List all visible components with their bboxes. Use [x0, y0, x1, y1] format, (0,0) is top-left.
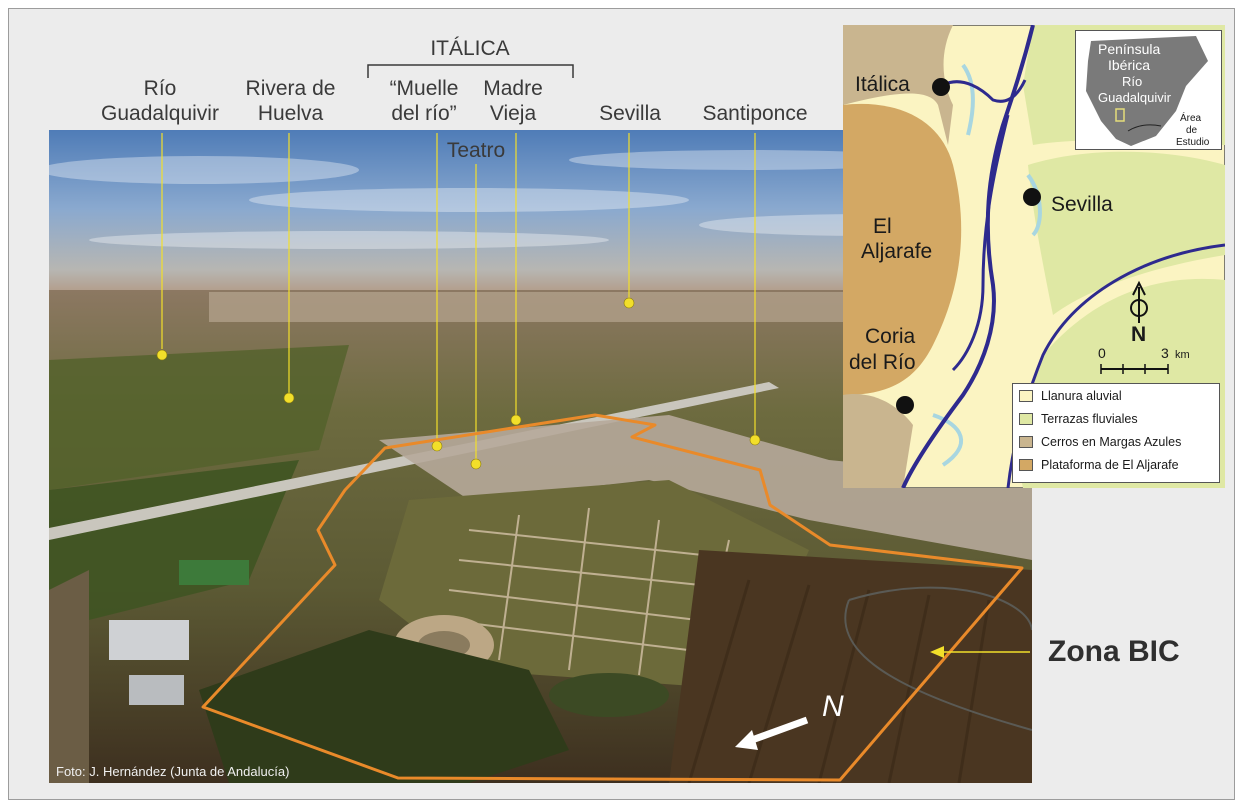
map-label-aljarafe-2: Aljarafe: [861, 240, 933, 263]
label-muelle-del-rio: “Muelle del río”: [374, 76, 474, 126]
label-rivera-de-huelva: Rivera de Huelva: [228, 76, 353, 126]
terraza-e: [1028, 151, 1225, 315]
photo-credit: Foto: J. Hernández (Junta de Andalucía): [56, 764, 290, 779]
label-madre-vieja: Madre Vieja: [468, 76, 558, 126]
inset-label-3: Río: [1122, 74, 1143, 89]
inset-area-1: Área: [1180, 113, 1202, 124]
marker-sevilla: [623, 297, 635, 309]
location-markers: [156, 297, 761, 470]
inset-area-3: Estudio: [1176, 137, 1210, 148]
marker-madre-vieja: [510, 414, 522, 426]
label-rio-guadalquivir: Río Guadalquivir: [85, 76, 235, 126]
scale-label-zero: 0: [1098, 345, 1106, 361]
label-madre-line1: Madre: [483, 77, 543, 100]
dot-coria: [896, 396, 914, 414]
legend-label: Cerros en Margas Azules: [1041, 435, 1182, 449]
italica-bracket: [367, 64, 574, 78]
map-north-label: N: [1131, 323, 1147, 346]
legend-swatch: [1019, 459, 1033, 471]
label-santiponce: Santiponce: [685, 76, 825, 126]
marker-santiponce: [749, 434, 761, 446]
label-sevilla: Sevilla: [580, 76, 680, 126]
cerros-bottom: [843, 394, 913, 488]
marker-muelle-del-rio: [431, 440, 443, 452]
label-muelle-line1: “Muelle: [389, 77, 459, 100]
map-legend: Llanura aluvial Terrazas fluviales Cerro…: [1012, 383, 1220, 483]
label-madre-line2: Vieja: [489, 102, 537, 125]
label-rio-line1: Río: [143, 77, 177, 100]
aerial-photo: [49, 130, 1032, 783]
inset-label-2: Ibérica: [1108, 57, 1151, 73]
iberia-inset: Península Ibérica Río Guadalquivir Área …: [1075, 30, 1222, 150]
north-arrow-shaft: [750, 716, 809, 744]
guadalquivir-river: [901, 24, 1035, 489]
dot-italica: [932, 78, 950, 96]
marker-teatro: [470, 458, 482, 470]
label-muelle-line2: del río”: [391, 102, 457, 125]
guide-lines: [161, 133, 756, 459]
legend-label: Llanura aluvial: [1041, 389, 1122, 403]
label-sevilla-line2: Sevilla: [599, 102, 661, 125]
map-label-aljarafe-1: El: [873, 215, 892, 238]
label-rivera-line1: Rivera de: [245, 77, 336, 100]
inset-label-1: Península: [1098, 41, 1161, 57]
aerial-photo-art: [49, 130, 1032, 783]
aljarafe-platform: [843, 103, 962, 395]
inset-label-4: Guadalquivir: [1098, 90, 1171, 105]
scale-label-three: 3: [1161, 345, 1169, 361]
legend-label: Plataforma de El Aljarafe: [1041, 458, 1179, 472]
map-label-coria-1: Coria: [865, 325, 916, 348]
zona-bic-boundary: [201, 413, 1024, 782]
map-label-coria-2: del Río: [849, 351, 916, 374]
zona-bic-label: Zona BIC: [1048, 635, 1180, 668]
label-santiponce-line2: Santiponce: [702, 102, 808, 125]
label-teatro: Teatro: [446, 139, 506, 162]
marker-rivera-de-huelva: [283, 392, 295, 404]
legend-swatch: [1019, 413, 1033, 425]
label-italica: ITÁLICA: [430, 37, 510, 60]
photo-north-label: N: [822, 690, 844, 723]
dot-sevilla: [1023, 188, 1041, 206]
legend-swatch: [1019, 436, 1033, 448]
map-label-sevilla: Sevilla: [1051, 193, 1113, 216]
legend-label: Terrazas fluviales: [1041, 412, 1138, 426]
iberia-inset-art: [1086, 36, 1208, 146]
inset-area-2: de: [1186, 125, 1198, 136]
label-rivera-line2: Huelva: [257, 102, 324, 125]
legend-swatch: [1019, 390, 1033, 402]
cerros-top: [843, 25, 953, 145]
map-label-italica: Itálica: [855, 73, 910, 96]
north-arrow-head: [735, 730, 758, 750]
scale-label-unit: km: [1175, 349, 1190, 361]
marker-rio-guadalquivir: [156, 349, 168, 361]
zona-bic-arrowhead: [930, 646, 944, 658]
label-rio-line2: Guadalquivir: [101, 102, 219, 125]
